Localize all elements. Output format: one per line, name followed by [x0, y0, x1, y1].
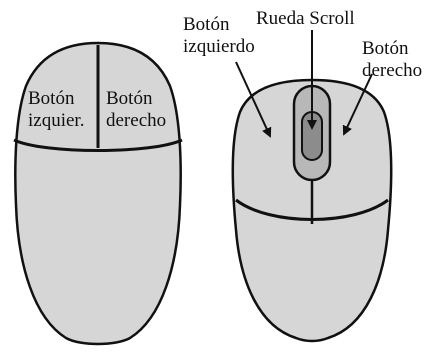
label-right-button-simple: Botón derecho	[106, 88, 166, 132]
label-line: Botón	[28, 88, 84, 110]
label-left-button-simple: Botón izquier.	[28, 88, 84, 132]
label-left-button: Botón izquierdo	[183, 14, 255, 58]
label-line: izquierdo	[183, 36, 255, 58]
label-line: Rueda Scroll	[256, 8, 355, 30]
label-line: Botón	[362, 38, 422, 60]
label-line: derecho	[106, 110, 166, 132]
label-line: izquier.	[28, 110, 84, 132]
label-line: derecho	[362, 60, 422, 82]
label-line: Botón	[106, 88, 166, 110]
label-scroll-wheel: Rueda Scroll	[256, 8, 355, 30]
label-right-button: Botón derecho	[362, 38, 422, 82]
label-line: Botón	[183, 14, 255, 36]
